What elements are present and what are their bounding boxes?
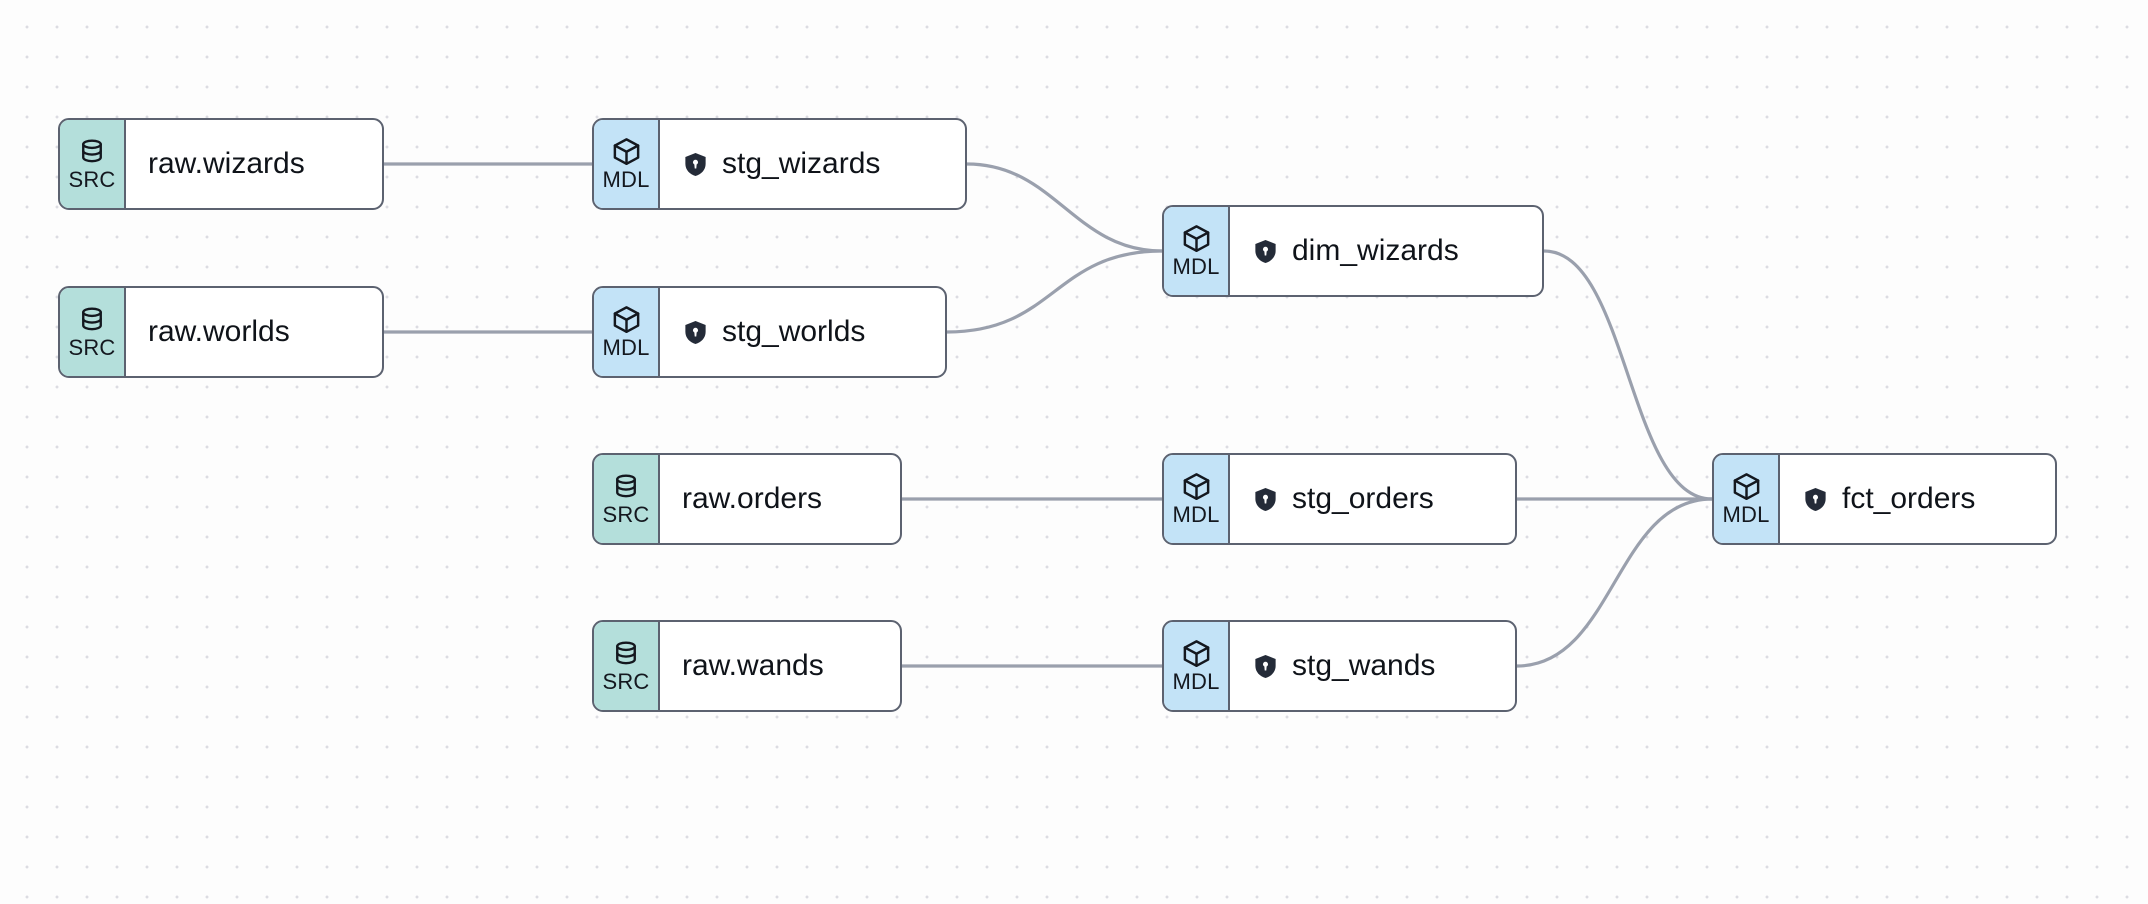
node-raw_worlds[interactable]: SRC raw.worlds bbox=[58, 286, 384, 378]
node-type-label: MDL bbox=[1722, 502, 1770, 528]
node-body: stg_wizards bbox=[660, 120, 965, 208]
node-type-badge-mdl: MDL bbox=[594, 288, 660, 376]
shield-lock-icon bbox=[682, 319, 709, 346]
node-type-label: SRC bbox=[68, 334, 116, 360]
database-icon bbox=[611, 639, 641, 669]
cube-icon bbox=[611, 304, 642, 335]
node-label: raw.wands bbox=[682, 649, 824, 682]
node-label: stg_wands bbox=[1292, 649, 1436, 682]
node-stg_wands[interactable]: MDL stg_wands bbox=[1162, 620, 1517, 712]
node-type-badge-mdl: MDL bbox=[1164, 455, 1230, 543]
shield-lock-icon bbox=[1802, 486, 1829, 513]
node-label: stg_worlds bbox=[722, 315, 866, 348]
database-icon bbox=[611, 472, 641, 502]
database-icon bbox=[77, 137, 107, 167]
database-icon bbox=[77, 305, 107, 335]
node-type-label: MDL bbox=[1172, 254, 1220, 280]
shield-lock-icon bbox=[682, 151, 709, 178]
node-type-label: SRC bbox=[68, 166, 116, 192]
node-type-badge-mdl: MDL bbox=[1164, 622, 1230, 710]
node-raw_wands[interactable]: SRC raw.wands bbox=[592, 620, 902, 712]
cube-icon bbox=[611, 136, 642, 167]
node-label: fct_orders bbox=[1842, 482, 1976, 515]
node-type-badge-src: SRC bbox=[594, 455, 660, 543]
node-fct_orders[interactable]: MDL fct_orders bbox=[1712, 453, 2057, 545]
node-type-label: MDL bbox=[1172, 502, 1220, 528]
node-type-badge-mdl: MDL bbox=[1714, 455, 1780, 543]
node-body: stg_orders bbox=[1230, 455, 1515, 543]
node-body: raw.orders bbox=[660, 455, 900, 543]
node-type-label: SRC bbox=[602, 501, 650, 527]
node-body: raw.wizards bbox=[126, 120, 382, 208]
cube-icon bbox=[1181, 223, 1212, 254]
edge-stg_worlds-to-dim_wizards[interactable] bbox=[945, 249, 1164, 334]
node-stg_orders[interactable]: MDL stg_orders bbox=[1162, 453, 1517, 545]
shield-lock-icon bbox=[1252, 653, 1279, 680]
node-body: raw.worlds bbox=[126, 288, 382, 376]
shield-lock-icon bbox=[1252, 238, 1279, 265]
node-label: dim_wizards bbox=[1292, 234, 1459, 267]
cube-icon bbox=[1181, 638, 1212, 669]
node-type-badge-src: SRC bbox=[60, 288, 126, 376]
edge-stg_wands-to-fct_orders[interactable] bbox=[1515, 497, 1714, 668]
node-type-label: MDL bbox=[1172, 669, 1220, 695]
node-raw_orders[interactable]: SRC raw.orders bbox=[592, 453, 902, 545]
node-type-badge-src: SRC bbox=[594, 622, 660, 710]
node-body: raw.wands bbox=[660, 622, 900, 710]
edge-dim_wizards-to-fct_orders[interactable] bbox=[1542, 249, 1714, 501]
node-dim_wizards[interactable]: MDL dim_wizards bbox=[1162, 205, 1544, 297]
node-body: stg_worlds bbox=[660, 288, 945, 376]
node-type-label: MDL bbox=[602, 167, 650, 193]
node-label: raw.orders bbox=[682, 482, 823, 515]
node-raw_wizards[interactable]: SRC raw.wizards bbox=[58, 118, 384, 210]
node-label: raw.wizards bbox=[148, 147, 305, 180]
node-label: raw.worlds bbox=[148, 315, 290, 348]
node-label: stg_orders bbox=[1292, 482, 1434, 515]
cube-icon bbox=[1181, 471, 1212, 502]
node-type-badge-mdl: MDL bbox=[1164, 207, 1230, 295]
node-body: stg_wands bbox=[1230, 622, 1515, 710]
node-type-badge-src: SRC bbox=[60, 120, 126, 208]
shield-lock-icon bbox=[1252, 486, 1279, 513]
node-body: dim_wizards bbox=[1230, 207, 1542, 295]
node-type-label: MDL bbox=[602, 335, 650, 361]
edge-stg_wizards-to-dim_wizards[interactable] bbox=[965, 162, 1164, 253]
node-body: fct_orders bbox=[1780, 455, 2055, 543]
node-type-badge-mdl: MDL bbox=[594, 120, 660, 208]
node-label: stg_wizards bbox=[722, 147, 881, 180]
cube-icon bbox=[1731, 471, 1762, 502]
node-type-label: SRC bbox=[602, 668, 650, 694]
node-stg_wizards[interactable]: MDL stg_wizards bbox=[592, 118, 967, 210]
node-stg_worlds[interactable]: MDL stg_worlds bbox=[592, 286, 947, 378]
